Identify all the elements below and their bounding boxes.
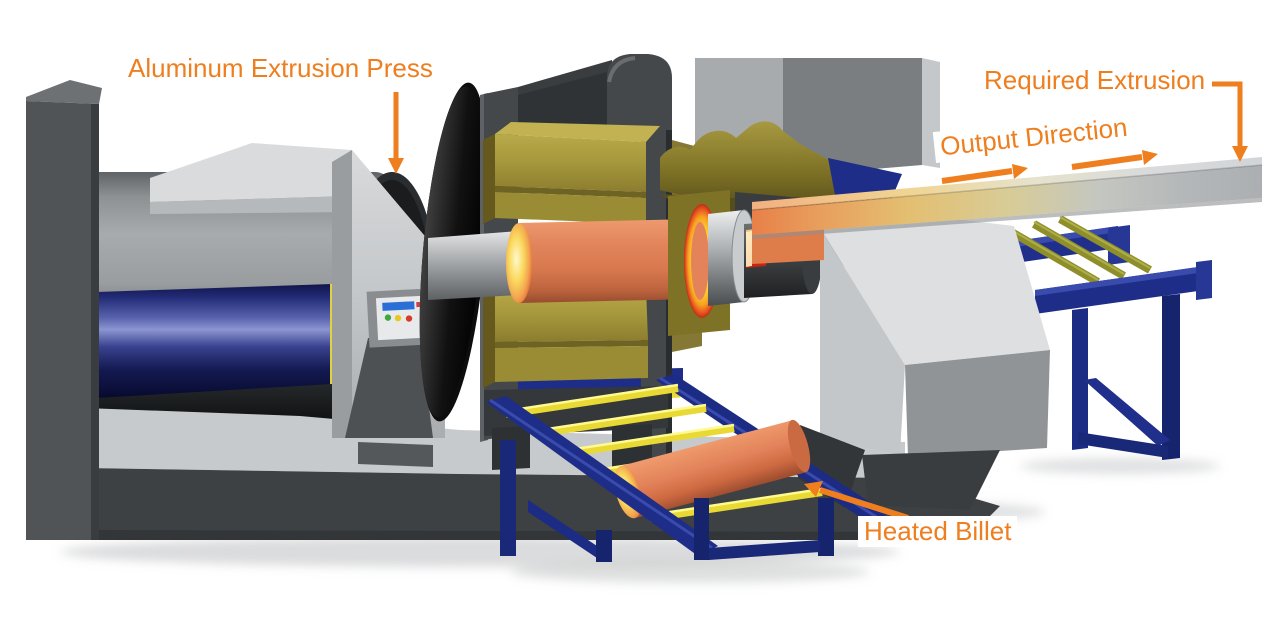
panel-button-green — [384, 314, 392, 321]
container-assembly — [419, 54, 702, 482]
annotation-arrows — [388, 81, 1248, 521]
runout-rollers — [1005, 215, 1152, 286]
label-heated-billet: Heated Billet — [858, 516, 1018, 547]
required-extrusion-arrow — [1212, 81, 1248, 162]
die-tooling-olive — [660, 121, 842, 204]
panel-button-red — [405, 315, 413, 322]
front-platen — [798, 214, 1050, 510]
hydraulic-ram-cylinder — [97, 284, 370, 398]
extrusion-bar — [751, 157, 1263, 239]
press-label-arrow — [388, 92, 404, 174]
panel-display — [382, 301, 415, 311]
conveyor-legs — [500, 440, 834, 562]
billet-in-container — [506, 219, 697, 303]
label-aluminum-extrusion-press: Aluminum Extrusion Press — [128, 53, 433, 83]
billet-conveyor — [486, 374, 888, 562]
output-direction-arrows — [941, 150, 1158, 184]
label-required-extrusion: Required Extrusion — [984, 65, 1206, 95]
container-gold-lower — [483, 280, 655, 388]
panel-button-yellow — [394, 314, 402, 322]
runout-table — [1002, 215, 1212, 460]
ram-stem — [428, 231, 519, 300]
container-gold-upper — [483, 122, 660, 224]
heated-billet-arrow — [804, 481, 909, 521]
left-column — [26, 80, 102, 540]
control-panel — [366, 288, 434, 348]
